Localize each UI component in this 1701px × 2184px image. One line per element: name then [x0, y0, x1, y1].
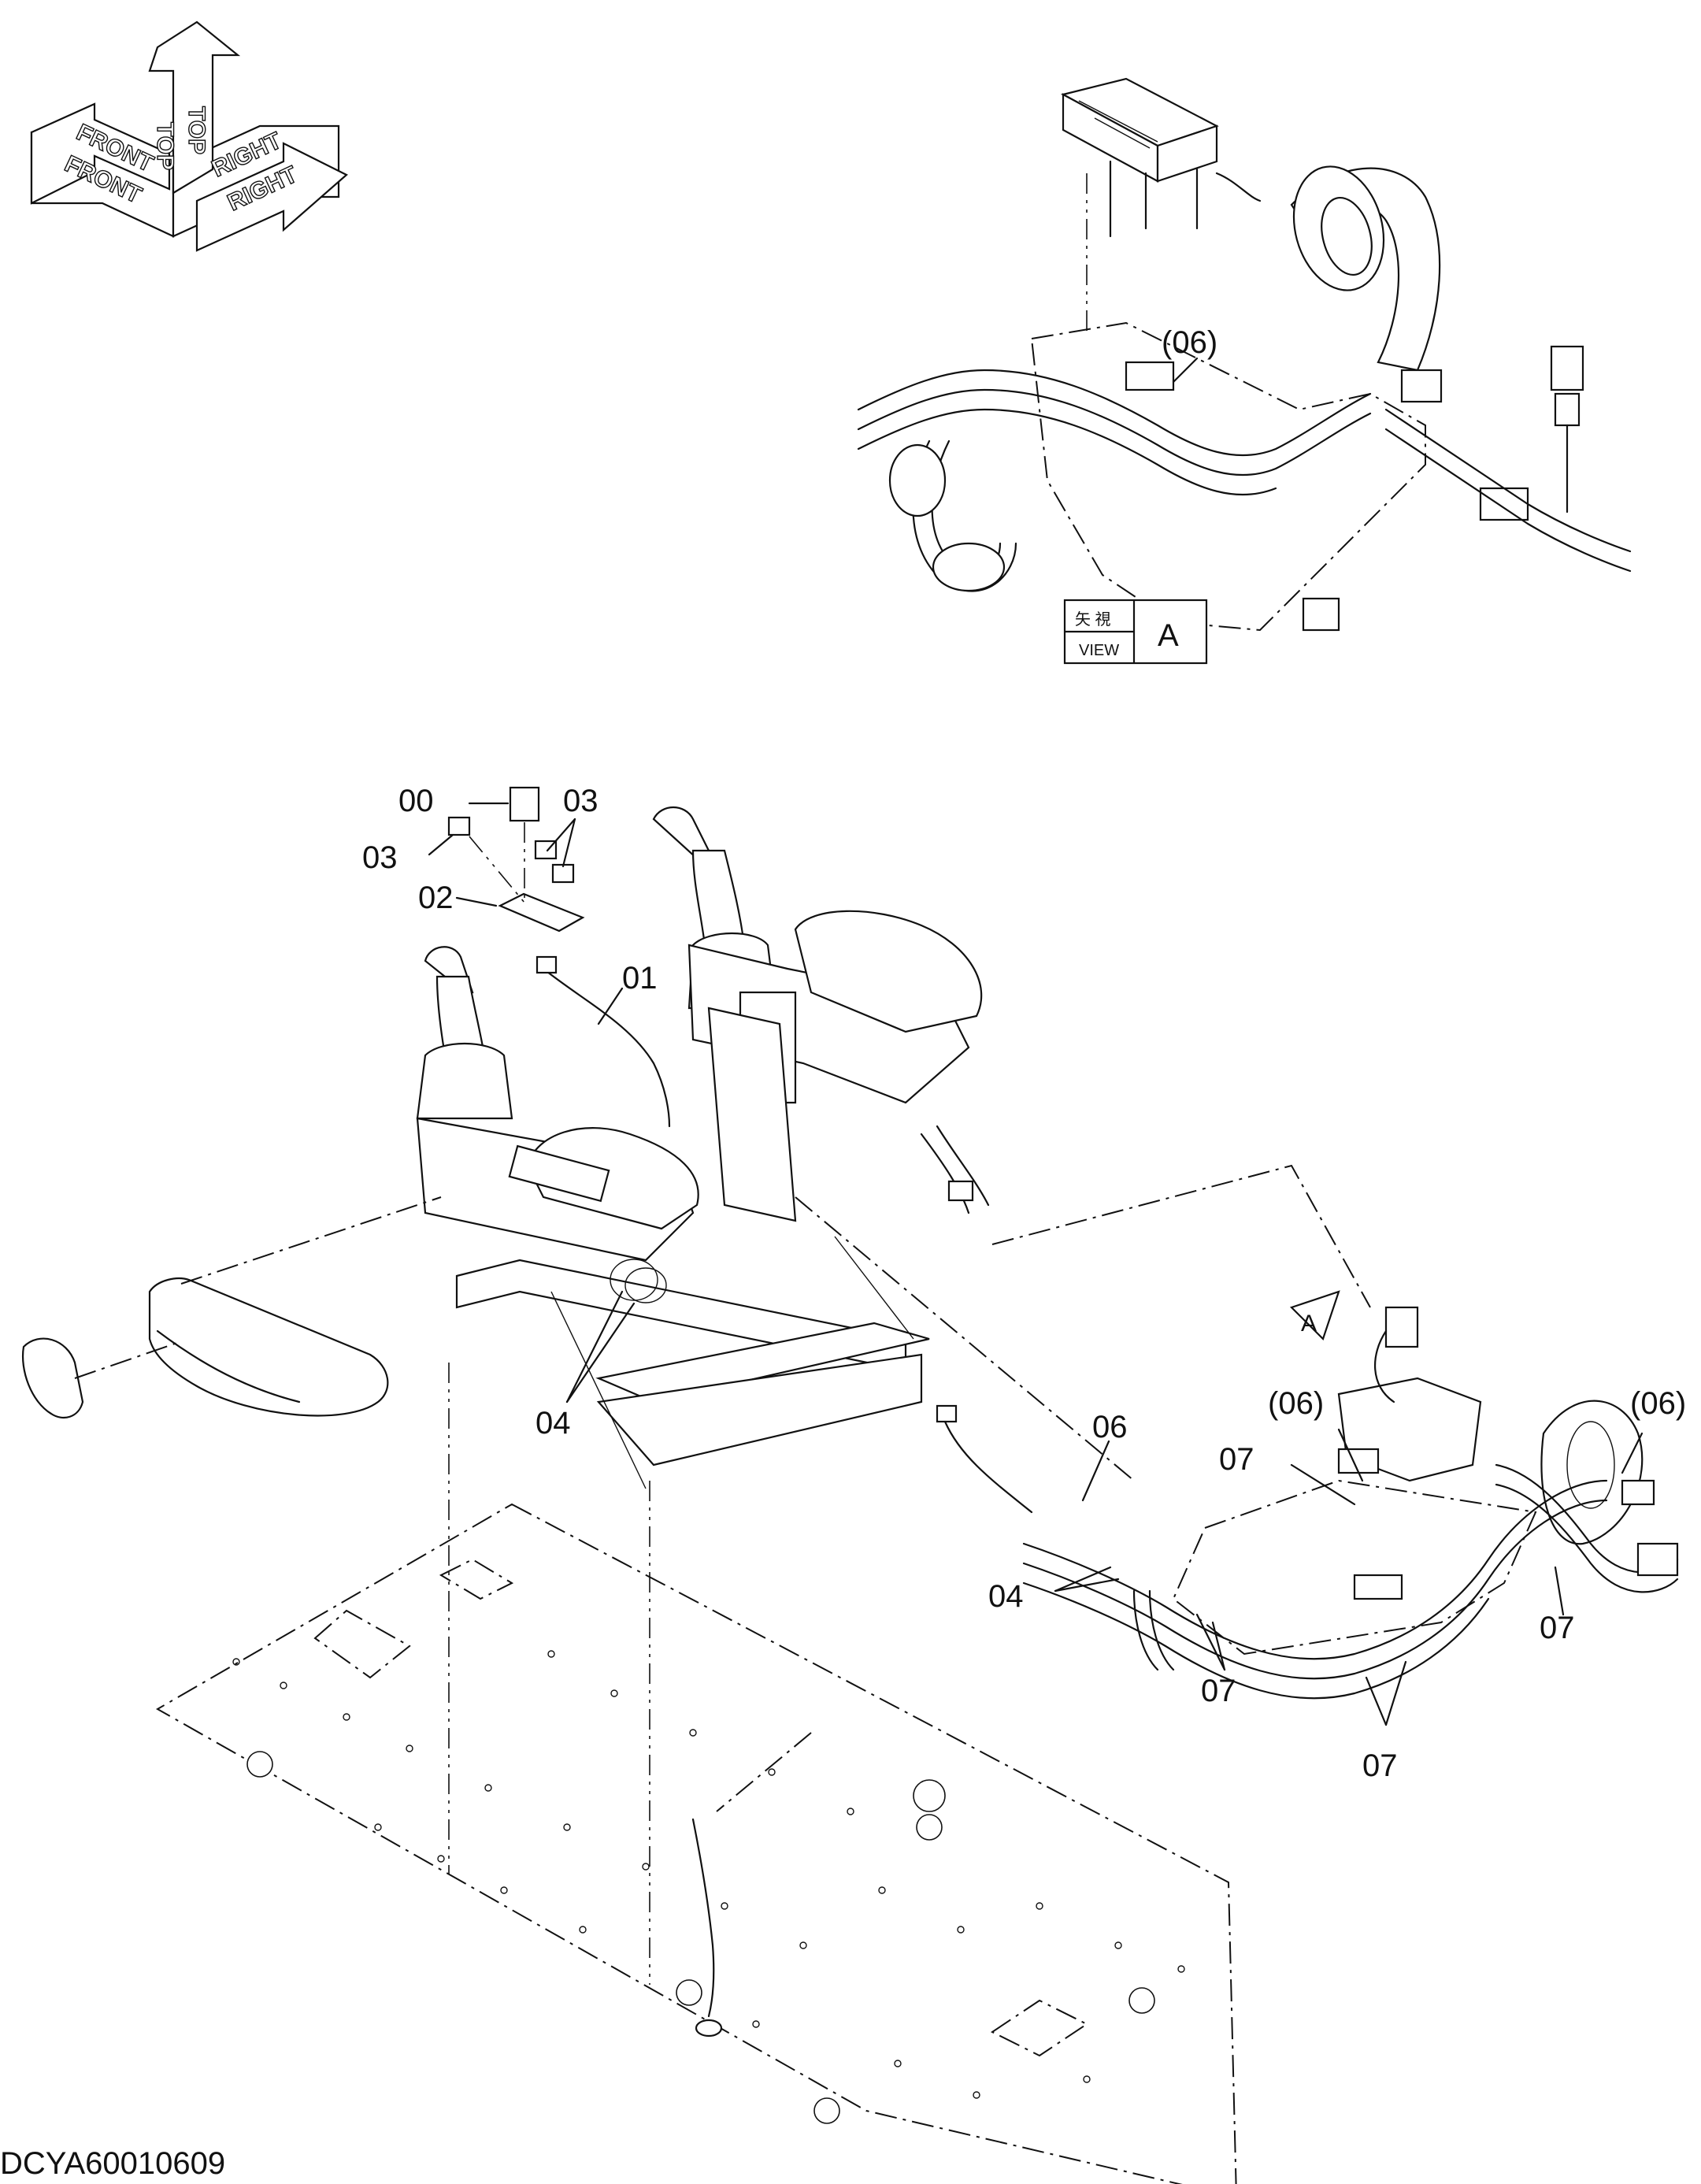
console-assembly [22, 786, 1371, 1985]
callout-leaders [428, 802, 636, 1403]
callout-00: 00 [398, 784, 434, 818]
callout-03-left: 03 [362, 840, 398, 875]
top-arrow-icon [148, 20, 241, 195]
controller-unit [1060, 77, 1262, 238]
view-letter: A [1158, 618, 1179, 653]
drawing-code: DCYA60010609 [0, 2146, 225, 2181]
top-label-upper: TOP [183, 106, 209, 154]
callout-07-c: 07 [1201, 1674, 1236, 1708]
callout-04-right: 04 [988, 1579, 1024, 1614]
callout-02: 02 [418, 881, 454, 915]
switch-panel-02 [498, 892, 585, 933]
callout-03-right: 03 [563, 784, 598, 818]
callout-04-left: 04 [536, 1406, 571, 1441]
callout-01: 01 [622, 961, 658, 996]
callout-06-paren-right: (06) [1630, 1386, 1686, 1421]
front-arrow-icon [30, 102, 171, 205]
top-label-lower: TOP [152, 122, 178, 170]
view-a-box: 矢 視 VIEW A [1063, 599, 1208, 665]
callout-labels: 00 01 02 03 03 04 04 06 (06) (06) 07 07 … [362, 784, 1686, 1783]
callout-06-paren-view-a: (06) [1162, 325, 1217, 360]
floor-plate [155, 1503, 1237, 2184]
harness-assembly [936, 1306, 1679, 1726]
callout-07-b: 07 [1540, 1611, 1575, 1645]
view-a-detail: (06) 矢 視 VIEW A [857, 77, 1632, 665]
switch-part-00 [509, 786, 540, 822]
view-a-marker: A [1289, 1290, 1340, 1341]
orientation-indicator: FRONT FRONT TOP TOP RIGHT RIGHT [30, 20, 348, 252]
view-a-marker-letter: A [1301, 1311, 1317, 1337]
callout-06-paren-mid: (06) [1268, 1386, 1324, 1421]
view-japanese-label: 矢 視 [1075, 610, 1111, 629]
view-english-label: VIEW [1079, 642, 1119, 659]
callout-06: 06 [1092, 1410, 1128, 1444]
callout-07-a: 07 [1219, 1442, 1254, 1477]
right-arrow-icon [195, 142, 348, 252]
callout-07-d: 07 [1362, 1748, 1398, 1783]
